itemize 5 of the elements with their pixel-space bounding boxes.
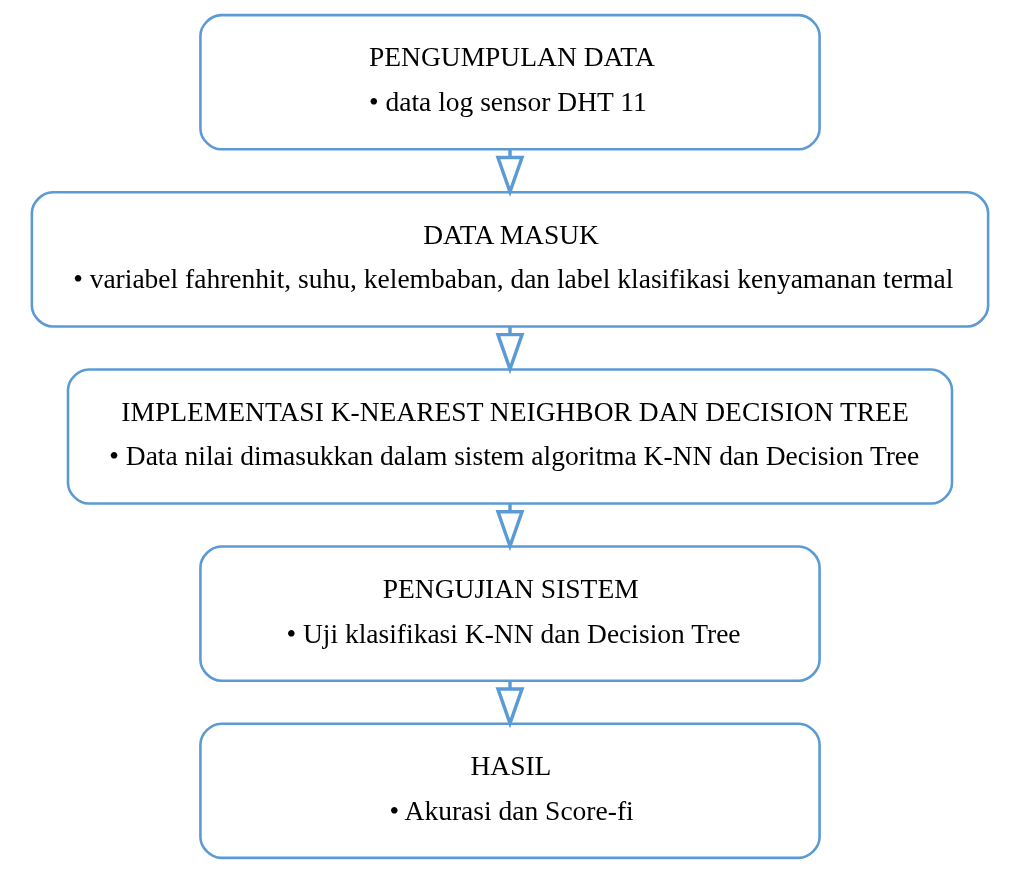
node-box: DATA MASUK • variabel fahrenhit, suhu, kelembaban, dan label klasifikasi kenyamanan termal xyxy=(30,191,989,328)
node-box: PENGUJIAN SISTEM • Uji klasifikasi K-NN dan Decision Tree xyxy=(198,545,821,682)
node-box: IMPLEMENTASI K-NEAREST NEIGHBOR DAN DECISION TREE • Data nilai dimasukkan dalam sistem algoritma K-NN dan Decision Tree xyxy=(66,368,953,505)
node-box: HASIL • Akurasi dan Score-fi xyxy=(198,722,821,860)
node-box: PENGUMPULAN DATA • data log sensor DHT 11 xyxy=(198,13,821,151)
